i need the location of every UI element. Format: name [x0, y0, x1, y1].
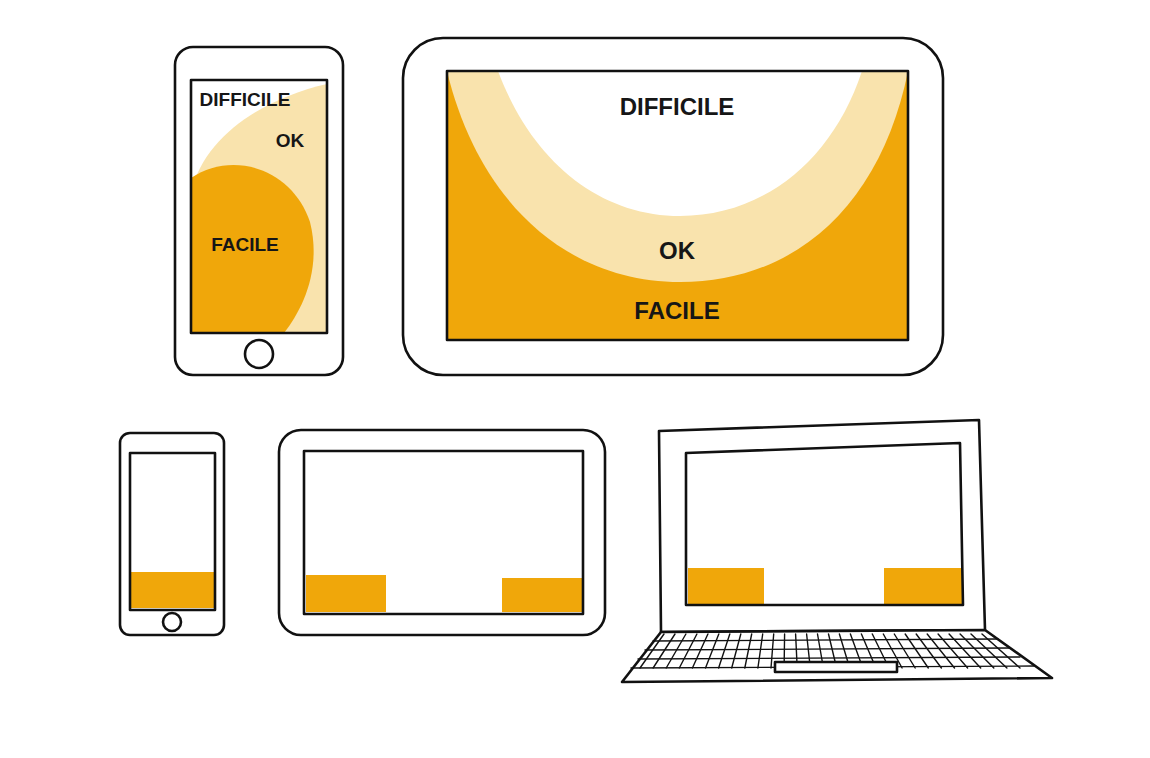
- zone-label: OK: [659, 239, 695, 263]
- zone-label: OK: [276, 131, 305, 150]
- zone-label: DIFFICILE: [200, 90, 291, 109]
- zone-label: FACILE: [634, 299, 719, 323]
- zone-label: DIFFICILE: [620, 95, 735, 119]
- zone-label: FACILE: [211, 235, 279, 254]
